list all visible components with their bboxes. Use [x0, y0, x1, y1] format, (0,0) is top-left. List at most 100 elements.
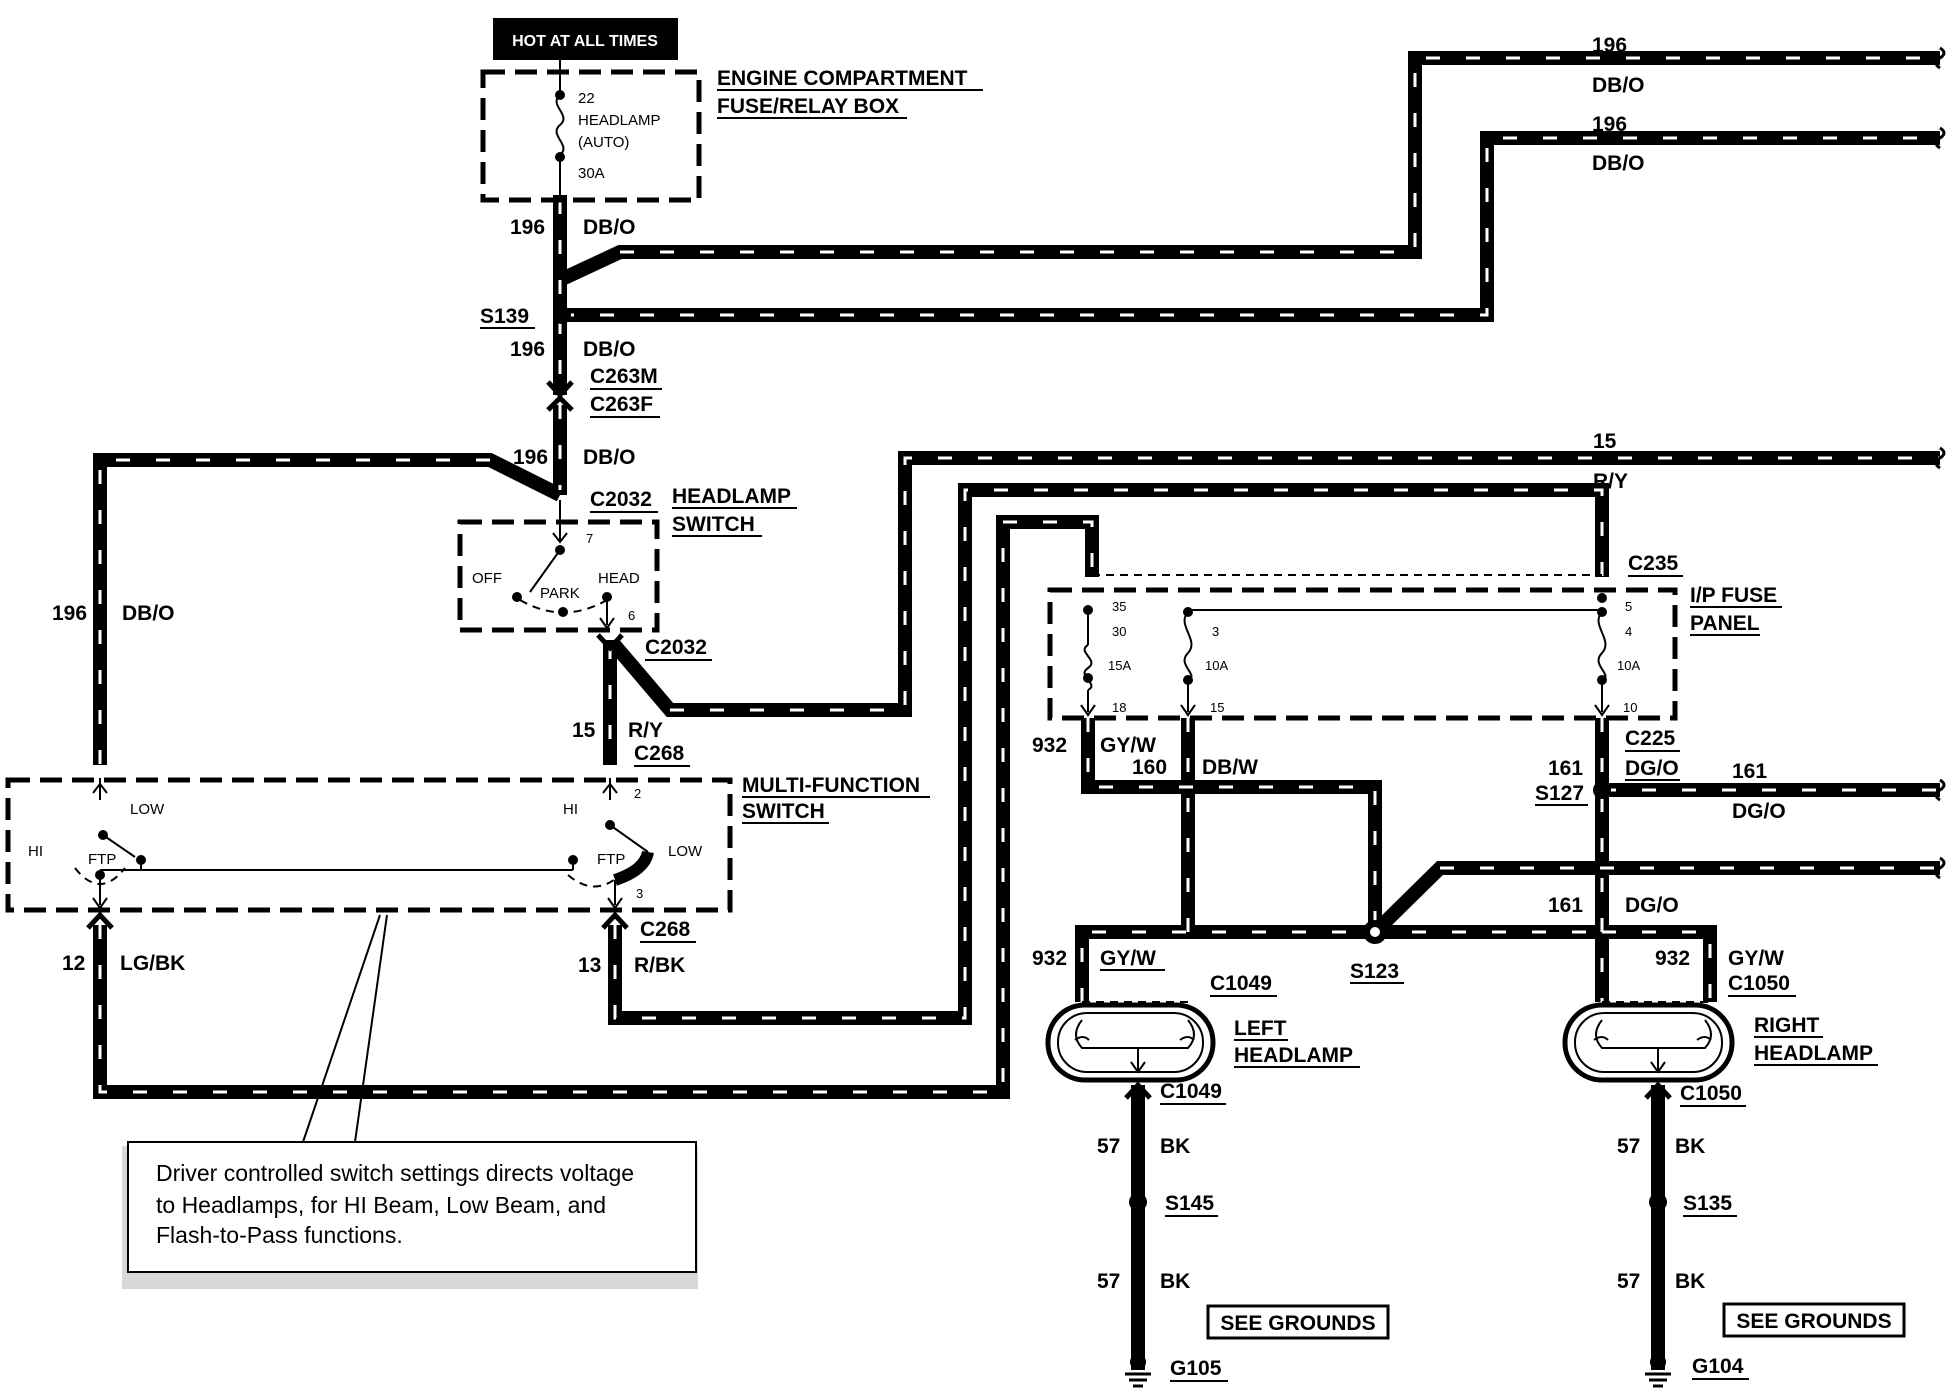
- wire-label-13: 13: [578, 954, 601, 977]
- wire-color-bk-lb: BK: [1160, 1270, 1190, 1293]
- wire-label-161-right: 161: [1732, 760, 1767, 783]
- mf-switch-ftp-right: FTP: [597, 851, 625, 868]
- ip-fuse-panel-box: [1047, 587, 1678, 721]
- wire-label-57-la: 57: [1097, 1135, 1120, 1158]
- ground-g104-label: G104: [1692, 1355, 1744, 1378]
- wire-color-dgo-a: DG/O: [1625, 757, 1679, 780]
- connector-c2032-bottom-label: C2032: [645, 636, 707, 659]
- wire-label-196-b: 196: [510, 338, 545, 361]
- ip-fuse1-top: 35: [1112, 599, 1126, 614]
- wire-13-rbk: [608, 483, 1609, 1025]
- fuse-22-rating: 30A: [578, 165, 605, 182]
- mf-switch-title-2: SWITCH: [742, 800, 825, 823]
- wire-12-lgbk: [93, 515, 1099, 1099]
- ip-fuse3-top: 5: [1625, 599, 1632, 614]
- mf-switch-pin3: 3: [636, 886, 643, 901]
- wire-label-57-lb: 57: [1097, 1270, 1120, 1293]
- headlamp-switch-pin6: 6: [628, 608, 635, 623]
- mf-switch-low-left: LOW: [130, 801, 165, 818]
- multi-function-switch-contacts: [74, 778, 654, 910]
- wire-15-r-y-to-ipfuse: [606, 451, 1940, 717]
- ip-fuse-symbols: [1080, 593, 1610, 717]
- wire-color-dgo-right: DG/O: [1732, 800, 1786, 823]
- wire-label-196-left: 196: [52, 602, 87, 625]
- splice-s139: [553, 306, 571, 324]
- hot-label: HOT AT ALL TIMES: [512, 33, 658, 50]
- wire-color-ry-top: R/Y: [1593, 470, 1628, 493]
- fuse-22-auto: (AUTO): [578, 134, 629, 151]
- wire-label-15-top: 15: [1593, 430, 1617, 453]
- left-headlamp-bulb: [1045, 1001, 1216, 1083]
- connector-c263m-label: C263M: [590, 365, 658, 388]
- ip-fuse1-a: 30: [1112, 624, 1126, 639]
- wire-color-dgo-b: DG/O: [1625, 894, 1679, 917]
- connector-c1050-bottom-label: C1050: [1680, 1082, 1742, 1105]
- headlamp-switch-head: HEAD: [598, 570, 640, 587]
- wire-196-lower-branch: [560, 131, 1940, 322]
- wire-color-bk-la: BK: [1160, 1135, 1190, 1158]
- wire-color-gyw-right: GY/W: [1728, 947, 1784, 970]
- wire-932-left-headlamp: [1075, 925, 1375, 1002]
- see-grounds-right: SEE GROUNDS: [1736, 1310, 1891, 1333]
- splice-s127: [1593, 781, 1611, 799]
- mf-switch-title-1: MULTI-FUNCTION: [742, 774, 920, 797]
- connector-c268-bottom: [86, 911, 629, 930]
- ip-fuse3-rating: 10A: [1617, 658, 1640, 673]
- connector-c268-top: C268: [634, 742, 685, 765]
- wire-color-dbo-top1: DB/O: [1592, 74, 1645, 97]
- right-headlamp-title-1: RIGHT: [1754, 1014, 1820, 1037]
- ground-g105-label: G105: [1170, 1357, 1222, 1380]
- left-headlamp-title-2: HEADLAMP: [1234, 1044, 1353, 1067]
- splice-s135: [1649, 1193, 1667, 1211]
- note-callout: [122, 914, 698, 1289]
- engine-box-title-1: ENGINE COMPARTMENT: [717, 67, 968, 90]
- wire-196-upper-branch: [557, 51, 1940, 287]
- connector-c1050-bottom: [1644, 1081, 1672, 1100]
- mf-switch-ftp-left: FTP: [88, 851, 116, 868]
- wire-label-161-b: 161: [1548, 894, 1583, 917]
- splice-s127-label: S127: [1535, 782, 1584, 805]
- wire-label-57-rb: 57: [1617, 1270, 1640, 1293]
- wire-label-196-c: 196: [513, 446, 548, 469]
- mf-switch-hi-right: HI: [563, 801, 578, 818]
- connector-c263f-label: C263F: [590, 393, 653, 416]
- wire-label-932-left: 932: [1032, 947, 1067, 970]
- headlamp-switch-park: PARK: [540, 585, 580, 602]
- wire-stripe-layer: [98, 56, 1940, 1094]
- headlamp-switch-contacts: [512, 500, 615, 630]
- connector-c1049-bottom-label: C1049: [1160, 1080, 1222, 1103]
- ground-g105-icon: [1125, 1354, 1151, 1388]
- wire-label-196-top2: 196: [1592, 113, 1627, 136]
- mf-switch-low-right: LOW: [668, 843, 703, 860]
- headlamp-switch-pin7: 7: [586, 531, 593, 546]
- headlamp-switch-box: [457, 519, 660, 633]
- wire-color-lgbk: LG/BK: [120, 952, 185, 975]
- wire-color-gyw-a: GY/W: [1100, 734, 1156, 757]
- ip-fuse3-a: 4: [1625, 624, 1632, 639]
- hot-label-box: [493, 18, 678, 60]
- wire-color-dbo-b: DB/O: [583, 338, 636, 361]
- connector-c1050-top: C1050: [1728, 972, 1790, 995]
- splice-s145: [1129, 1193, 1147, 1211]
- wire-label-161-a: 161: [1548, 757, 1583, 780]
- wire-label-196-top1: 196: [1592, 34, 1627, 57]
- connector-c235-label: C235: [1628, 552, 1679, 575]
- wire-color-bk-ra: BK: [1675, 1135, 1705, 1158]
- connector-c1049-bottom: [1124, 1081, 1152, 1100]
- ip-fuse-title-1: I/P FUSE: [1690, 584, 1777, 607]
- wire-layer: [93, 51, 1940, 1370]
- mf-switch-hi-left: HI: [28, 843, 43, 860]
- ip-fuse2-top: 3: [1212, 624, 1219, 639]
- wire-color-bk-rb: BK: [1675, 1270, 1705, 1293]
- connector-c263: [546, 380, 574, 412]
- headlamp-switch-off: OFF: [472, 570, 502, 587]
- splice-s123-label: S123: [1350, 960, 1399, 983]
- headlamp-switch-title-1: HEADLAMP: [672, 485, 791, 508]
- see-grounds-right-box: [1722, 1302, 1906, 1338]
- splice-s139-label: S139: [480, 305, 529, 328]
- wire-label-57-ra: 57: [1617, 1135, 1640, 1158]
- headlamp-switch-title-2: SWITCH: [672, 513, 755, 536]
- note-line-1: Driver controlled switch settings direct…: [156, 1160, 634, 1186]
- wire-color-gyw-left: GY/W: [1100, 947, 1156, 970]
- ip-fuse-title-2: PANEL: [1690, 612, 1760, 635]
